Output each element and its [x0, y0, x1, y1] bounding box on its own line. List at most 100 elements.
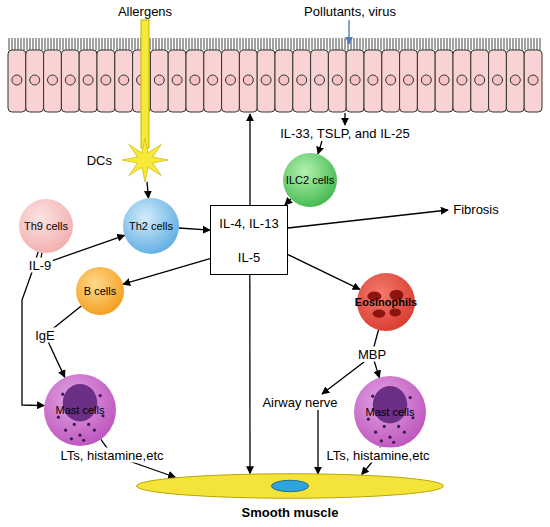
cilium — [60, 38, 61, 50]
muscle-ellipse — [137, 474, 444, 498]
cilium — [99, 38, 100, 50]
node-text: IL-5 — [238, 251, 260, 264]
nerve-arrow — [322, 362, 364, 394]
cilium — [318, 38, 319, 50]
cilium — [408, 38, 409, 50]
cilium — [207, 38, 208, 50]
cilium — [219, 38, 220, 50]
cilium — [489, 38, 490, 50]
cilium — [447, 38, 448, 50]
epithelium-arrow — [344, 113, 345, 125]
cilium — [117, 38, 118, 50]
cilium — [180, 38, 181, 50]
cilium — [105, 38, 106, 50]
cilium — [363, 38, 364, 50]
cell-nucleus — [172, 75, 182, 85]
cilium — [291, 38, 292, 50]
nerve-muscle-arrow — [317, 410, 318, 474]
cell-nucleus — [510, 75, 520, 85]
cilium — [426, 38, 427, 50]
cilium — [333, 38, 334, 50]
cell-nucleus — [30, 75, 40, 85]
cilium — [312, 38, 313, 50]
connector-arrow — [123, 259, 210, 285]
cilium — [267, 38, 268, 50]
epithelial-cell — [364, 50, 382, 112]
cell-nucleus — [65, 75, 75, 85]
cilium — [342, 38, 343, 50]
granule-dot — [57, 416, 60, 419]
cell-nucleus — [48, 75, 58, 85]
epithelial-cell — [435, 50, 453, 112]
cilium — [405, 38, 406, 50]
granule-dot — [371, 395, 374, 398]
cilium — [234, 38, 235, 50]
node-text: Mast cells — [366, 406, 415, 419]
cell-nucleus — [12, 75, 22, 85]
cilium — [252, 38, 253, 50]
cytokine-box: IL-4, IL-13IL-5 — [210, 205, 288, 275]
cilium — [372, 38, 373, 50]
eosinophil: Eosinophils — [357, 273, 415, 331]
cilium — [264, 38, 265, 50]
cilium — [42, 38, 43, 50]
epithelial-cell — [453, 50, 471, 112]
cilium — [411, 38, 412, 50]
cilium — [375, 38, 376, 50]
cilium — [288, 38, 289, 50]
cilium — [258, 38, 259, 50]
epithelial-cell — [489, 50, 507, 112]
fibrosis-arrow — [288, 210, 448, 228]
granule-dot — [93, 429, 96, 432]
epithelial-cell — [239, 50, 257, 112]
mast-cell: Mast cells — [44, 374, 116, 446]
epithelial-cell — [8, 50, 26, 112]
cilium — [324, 38, 325, 50]
cell-nucleus — [208, 75, 218, 85]
granule-dot — [99, 394, 102, 397]
cilium — [231, 38, 232, 50]
cilium — [129, 38, 130, 50]
cilium — [9, 38, 10, 50]
cilium — [327, 38, 328, 50]
cilium — [27, 38, 28, 50]
cilium — [369, 38, 370, 50]
cilium — [72, 38, 73, 50]
b-cell: B cells — [76, 267, 124, 315]
mast-nucleus — [63, 384, 98, 421]
cilium — [519, 38, 520, 50]
cell-nucleus — [83, 75, 93, 85]
cilium — [66, 38, 67, 50]
mast-nucleus — [373, 386, 408, 423]
cilium — [468, 38, 469, 50]
cilium — [93, 38, 94, 50]
cell-nucleus — [350, 75, 360, 85]
granule-dot — [383, 425, 386, 428]
cilium — [84, 38, 85, 50]
granule-dot — [403, 431, 406, 434]
cilium — [474, 38, 475, 50]
cilium — [498, 38, 499, 50]
granule-dot — [82, 439, 85, 442]
edge-label: IgE — [33, 328, 57, 343]
cilium — [357, 38, 358, 50]
cilium — [177, 38, 178, 50]
granule-dot — [367, 418, 370, 421]
cilium — [36, 38, 37, 50]
connector-arrow — [288, 255, 360, 290]
stimulus-label: Allergens — [118, 4, 172, 19]
cilium — [183, 38, 184, 50]
epithelial-cell — [204, 50, 222, 112]
airway-epithelium — [8, 38, 542, 112]
edge-label: LTs, histamine,etc — [324, 448, 431, 463]
stimulus-label: Pollutants, virus — [304, 4, 396, 19]
cilium — [345, 38, 346, 50]
cilium — [465, 38, 466, 50]
cilium — [222, 38, 223, 50]
dendritic-star — [122, 138, 168, 182]
ilc2-cell: ILC2 cells — [283, 153, 337, 207]
cilium — [477, 38, 478, 50]
cilium — [423, 38, 424, 50]
node-text: Th9 cells — [24, 220, 68, 233]
